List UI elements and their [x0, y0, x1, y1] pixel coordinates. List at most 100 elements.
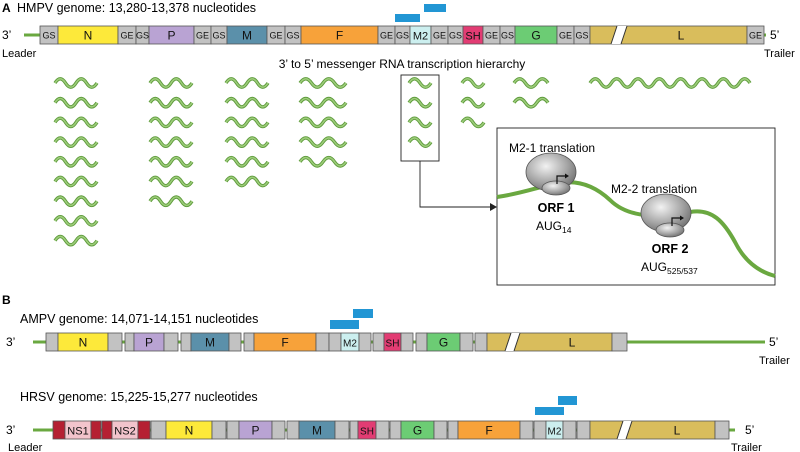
ampv-gene-m-label: M	[205, 336, 215, 350]
mrna-strand	[148, 155, 194, 168]
hmpv-leader: Leader	[2, 48, 37, 60]
hmpv-gene-map	[39, 25, 765, 45]
hierarchy-title: 3’ to 5’ messenger RNA transcription hie…	[279, 57, 526, 71]
mrna-strand	[148, 136, 194, 148]
ge-label: GE	[485, 31, 498, 41]
mrna-strand	[224, 96, 270, 109]
ge-label: GE	[120, 31, 133, 41]
mrna-strand	[460, 96, 486, 109]
mrna-strand	[53, 195, 99, 208]
orf2-aug: AUG525/537	[641, 260, 698, 276]
hrsv-gene-g-label: G	[413, 424, 422, 438]
gs-label: GS	[42, 31, 55, 41]
mrna-strand	[298, 116, 348, 129]
hrsv-l-break	[616, 420, 633, 440]
mrna-strand	[148, 195, 194, 208]
mrna-strand	[224, 155, 270, 168]
mrna-strand	[512, 77, 550, 89]
ge-label: GE	[559, 31, 572, 41]
gs-label: GS	[136, 31, 149, 41]
ge-label: GE	[433, 31, 446, 41]
gene-n-label: N	[84, 29, 93, 43]
ampv-gene-n-label: N	[79, 336, 88, 350]
mrna-strand	[53, 136, 99, 148]
hmpv-l-break	[610, 25, 628, 45]
mrna-strand	[53, 175, 99, 188]
ampv-l-break	[504, 332, 521, 352]
ampv-gene-g-label: G	[439, 336, 448, 350]
hrsv-gene-ns2-label: NS2	[114, 426, 135, 438]
ampv-trailer: Trailer	[759, 355, 790, 367]
hrsv-gene-l-label: L	[674, 424, 681, 438]
m2-1-translation-label: M2-1 translation	[509, 141, 595, 155]
ge-label: GE	[269, 31, 282, 41]
ampv-gene-l-label: L	[569, 336, 576, 350]
mrna-strand	[298, 77, 348, 89]
gene-f-label: F	[336, 29, 343, 43]
ampv-gene-map	[45, 332, 628, 352]
ribosome-2-icon	[640, 193, 692, 238]
orf2-label: ORF 2	[652, 242, 689, 256]
ampv-5prime: 5’	[769, 335, 778, 349]
hrsv-gene-m-label: M	[312, 424, 322, 438]
gs-label: GS	[286, 31, 299, 41]
hrsv-genome-title: HRSV genome: 15,225-15,277 nucleotides	[20, 390, 258, 404]
mrna-strand	[588, 77, 752, 89]
hrsv-gene-sh-label: SH	[360, 427, 374, 438]
callout-arrow	[419, 161, 490, 208]
orf1-bar	[395, 14, 420, 22]
ampv-gene-sh-label: SH	[386, 339, 400, 350]
ge-label: GE	[749, 31, 762, 41]
hrsv-orf1-bar	[535, 407, 564, 415]
hrsv-orf2-bar	[558, 396, 577, 405]
gene-p-label: P	[167, 29, 175, 43]
panel-a-letter: A	[2, 1, 11, 15]
ampv-gene-p-label: P	[145, 336, 153, 350]
mrna-strand	[460, 116, 486, 129]
ge-box	[746, 25, 765, 45]
ampv-gene-f-label: F	[281, 336, 288, 350]
panel-b-letter: B	[2, 293, 11, 307]
gs-label: GS	[212, 31, 225, 41]
hrsv-leader: Leader	[8, 442, 43, 452]
mrna-strand	[298, 136, 348, 148]
mrna-transcripts	[53, 77, 752, 247]
ge-label: GE	[380, 31, 393, 41]
hrsv-gene-m2-label: M2	[548, 427, 562, 438]
mrna-strand	[298, 155, 348, 168]
mrna-strand	[53, 215, 99, 227]
ampv-3prime: 3’	[6, 335, 15, 349]
hmpv-trailer: Trailer	[764, 48, 795, 60]
hrsv-trailer: Trailer	[731, 442, 762, 452]
gs-label: GS	[501, 31, 514, 41]
mrna-strand	[148, 96, 194, 109]
mrna-strand	[53, 234, 99, 247]
gs-label: GS	[396, 31, 409, 41]
mrna-strand	[407, 116, 433, 129]
hmpv-genome-title: HMPV genome: 13,280-13,378 nucleotides	[17, 1, 256, 15]
mrna-strand	[407, 96, 433, 109]
hrsv-gene-n-label: N	[185, 424, 194, 438]
mrna-strand	[53, 155, 99, 168]
orf1-label: ORF 1	[538, 201, 575, 215]
hrsv-3prime: 3’	[6, 423, 15, 437]
gs-label: GS	[449, 31, 462, 41]
mrna-strand	[407, 77, 433, 89]
mrna-strand	[148, 77, 194, 89]
mrna-strand	[298, 96, 348, 109]
hmpv-3prime: 3’	[2, 28, 11, 42]
hrsv-gene-p-label: P	[251, 424, 259, 438]
gene-l-label: L	[678, 29, 685, 43]
hmpv-5prime: 5’	[770, 28, 779, 42]
orf1-aug: AUG14	[536, 219, 572, 235]
gene-m2-label: M2	[413, 31, 428, 43]
ampv-genome-title: AMPV genome: 14,071-14,151 nucleotides	[20, 312, 258, 326]
mrna-strand	[53, 116, 99, 129]
ampv-orf2-bar	[353, 309, 373, 318]
mrna-strand	[224, 116, 270, 129]
mrna-strand	[460, 77, 486, 89]
gs-label: GS	[575, 31, 588, 41]
hrsv-5prime: 5’	[745, 423, 754, 437]
m2-mrna-highlight	[400, 74, 440, 162]
mrna-strand	[148, 175, 194, 188]
